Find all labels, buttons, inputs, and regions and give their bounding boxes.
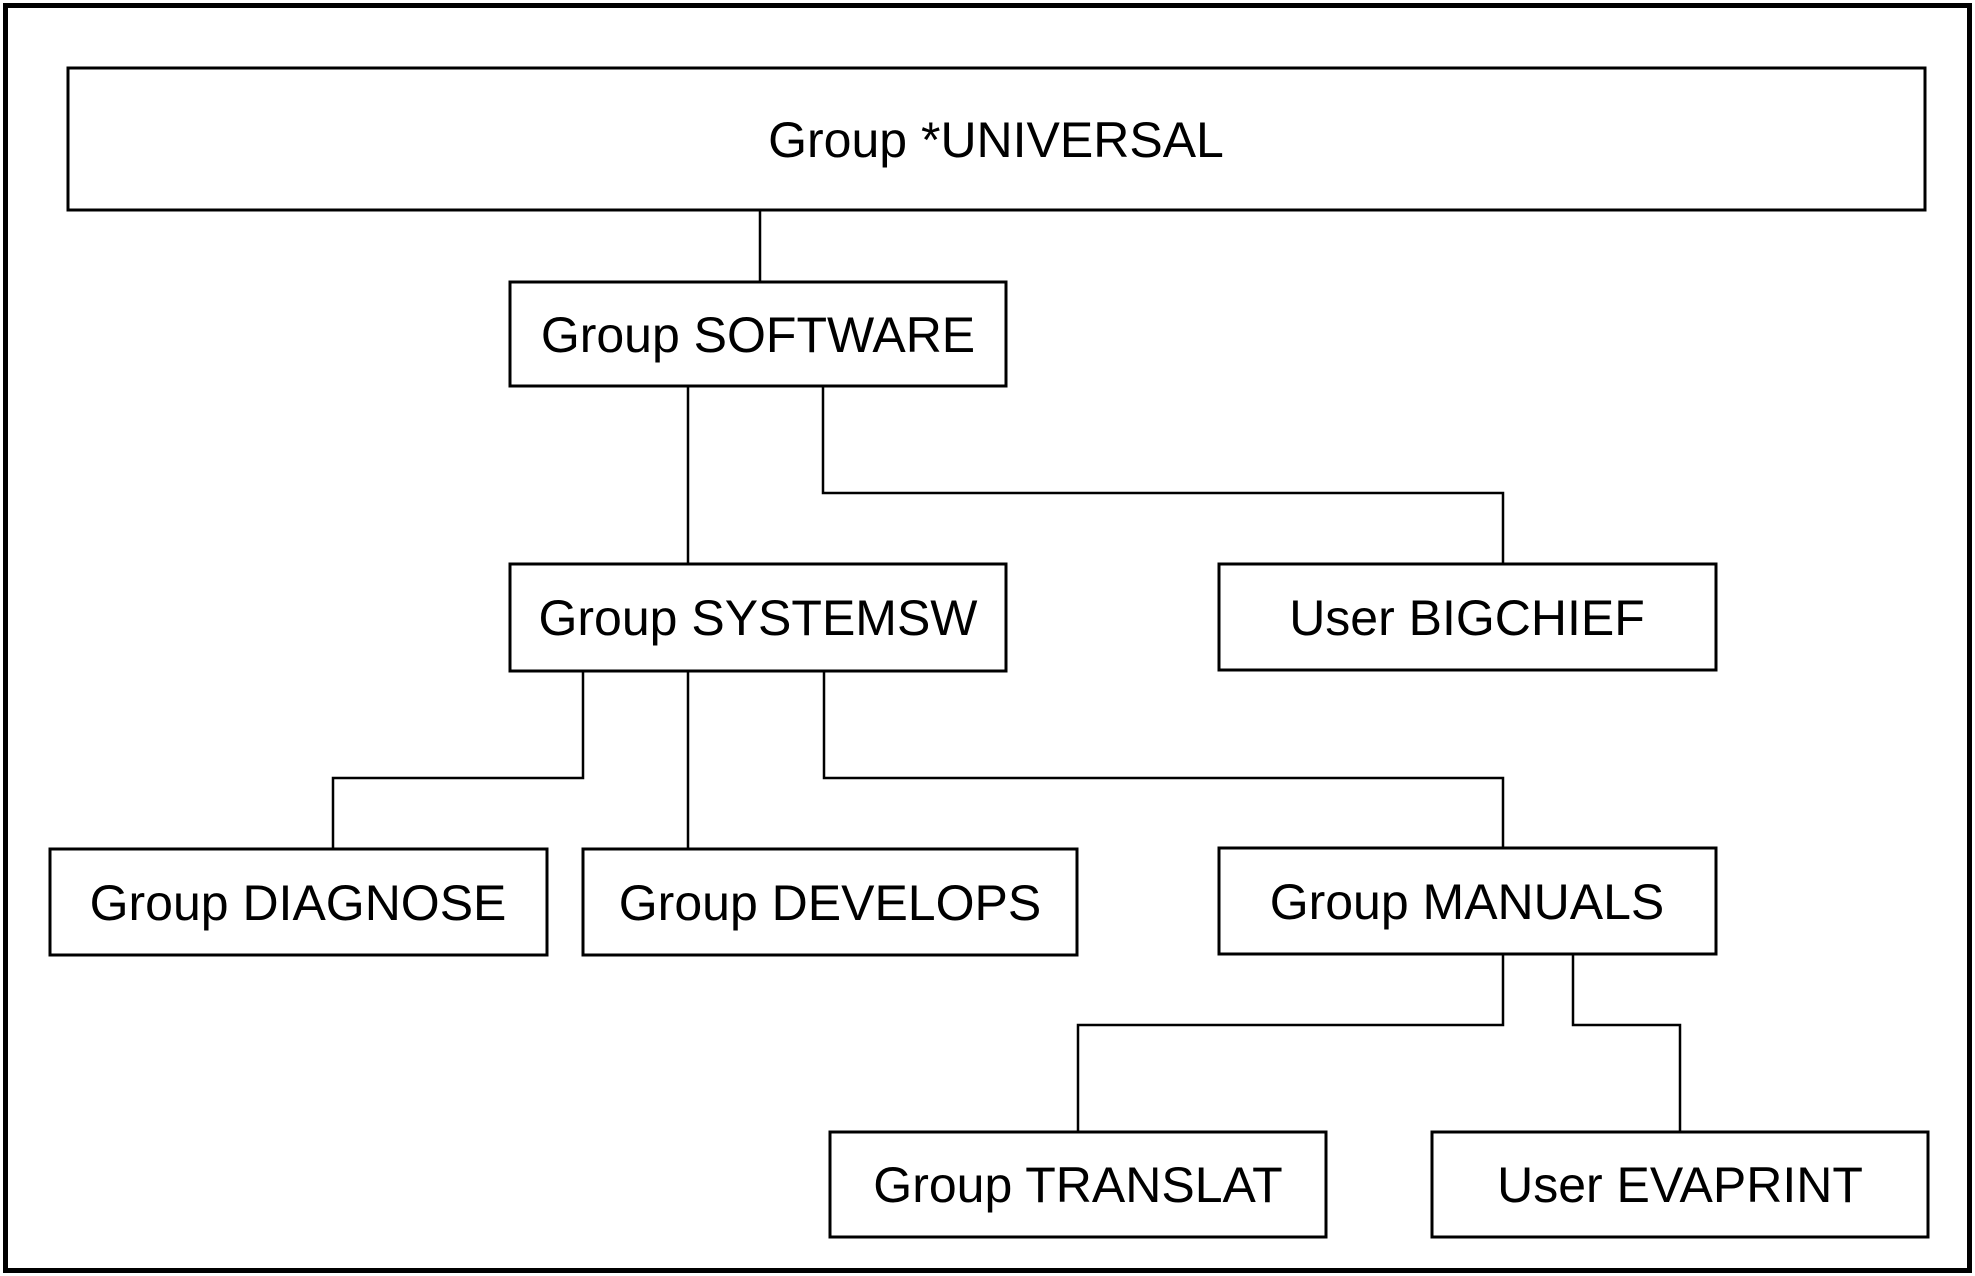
node-group-software: Group SOFTWARE	[508, 280, 1008, 388]
node-label-manuals: Group MANUALS	[1270, 874, 1665, 930]
node-user-evaprint: User EVAPRINT	[1430, 1130, 1930, 1239]
node-label-systemsw: Group SYSTEMSW	[539, 590, 979, 646]
outer-border	[3, 3, 1972, 1273]
node-label-bigchief: User BIGCHIEF	[1289, 590, 1645, 646]
node-label-diagnose: Group DIAGNOSE	[90, 875, 507, 931]
node-label-develops: Group DEVELOPS	[619, 875, 1041, 931]
node-label-universal: Group *UNIVERSAL	[768, 112, 1224, 168]
connector-group	[331, 210, 1682, 1132]
node-label-translat: Group TRANSLAT	[873, 1157, 1282, 1213]
node-box-translat	[828, 1130, 1328, 1239]
node-box-bigchief	[1217, 562, 1718, 672]
node-box-software	[508, 280, 1008, 388]
node-box-universal	[66, 66, 1927, 212]
node-box-diagnose	[48, 847, 549, 957]
node-group-systemsw: Group SYSTEMSW	[508, 562, 1008, 673]
node-box-evaprint	[1430, 1130, 1930, 1239]
node-group-develops: Group DEVELOPS	[581, 847, 1079, 957]
node-box-manuals	[1217, 846, 1718, 956]
connector-software-bigchief	[821, 386, 1505, 564]
node-user-bigchief: User BIGCHIEF	[1217, 562, 1718, 672]
connector-manuals-evaprint	[1571, 954, 1682, 1132]
node-group-manuals: Group MANUALS	[1217, 846, 1718, 956]
node-group-universal: Group *UNIVERSAL	[66, 66, 1927, 212]
node-label-software: Group SOFTWARE	[541, 307, 975, 363]
node-group-translat: Group TRANSLAT	[828, 1130, 1328, 1239]
connector-systemsw-manuals	[822, 671, 1505, 848]
connector-manuals-translat	[1076, 954, 1505, 1132]
node-box-develops	[581, 847, 1079, 957]
node-group-diagnose: Group DIAGNOSE	[48, 847, 549, 957]
node-box-systemsw	[508, 562, 1008, 673]
node-label-evaprint: User EVAPRINT	[1497, 1157, 1863, 1213]
connector-systemsw-diagnose	[331, 671, 585, 849]
